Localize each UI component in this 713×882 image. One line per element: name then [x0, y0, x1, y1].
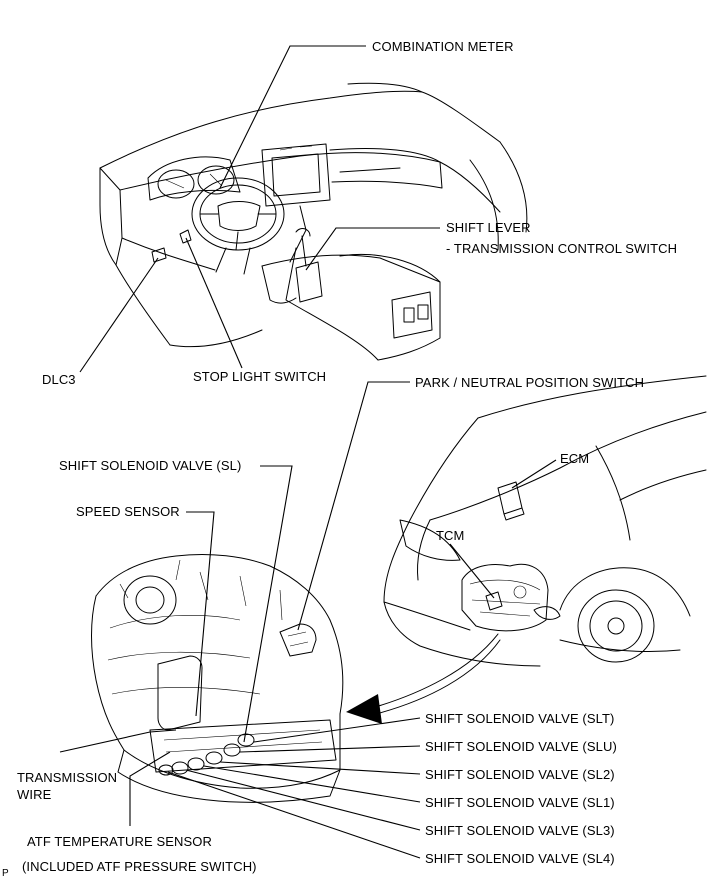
label-shift-lever: SHIFT LEVER: [446, 220, 531, 235]
label-dlc3: DLC3: [42, 372, 76, 387]
label-shift-solenoid-sl4: SHIFT SOLENOID VALVE (SL4): [425, 851, 615, 866]
detail-arrow: [346, 633, 501, 724]
label-shift-solenoid-sl: SHIFT SOLENOID VALVE (SL): [59, 458, 242, 473]
label-atf-pressure-switch: (INCLUDED ATF PRESSURE SWITCH): [22, 859, 257, 874]
transmission-illustration: [91, 554, 344, 803]
dashboard-illustration: [99, 82, 528, 361]
label-park-neutral-position-switch: PARK / NEUTRAL POSITION SWITCH: [415, 375, 645, 390]
label-shift-solenoid-slt: SHIFT SOLENOID VALVE (SLT): [425, 711, 615, 726]
label-atf-temperature-sensor: ATF TEMPERATURE SENSOR: [27, 834, 212, 849]
label-transmission: TRANSMISSION: [17, 770, 118, 785]
label-stop-light-switch: STOP LIGHT SWITCH: [193, 369, 327, 384]
label-ecm: ECM: [560, 451, 590, 466]
label-shift-solenoid-sl2: SHIFT SOLENOID VALVE (SL2): [425, 767, 615, 782]
label-shift-solenoid-sl1: SHIFT SOLENOID VALVE (SL1): [425, 795, 615, 810]
label-combination-meter: COMBINATION METER: [372, 39, 514, 54]
label-wire: WIRE: [17, 787, 52, 802]
label-speed-sensor: SPEED SENSOR: [76, 504, 180, 519]
vehicle-illustration: [383, 375, 707, 667]
leader-lines: [59, 45, 557, 859]
corner-mark: P: [2, 868, 9, 879]
label-shift-solenoid-slu: SHIFT SOLENOID VALVE (SLU): [425, 739, 617, 754]
label-tcm: TCM: [436, 528, 465, 543]
label-transmission-control-switch: - TRANSMISSION CONTROL SWITCH: [446, 241, 678, 256]
label-shift-solenoid-sl3: SHIFT SOLENOID VALVE (SL3): [425, 823, 615, 838]
